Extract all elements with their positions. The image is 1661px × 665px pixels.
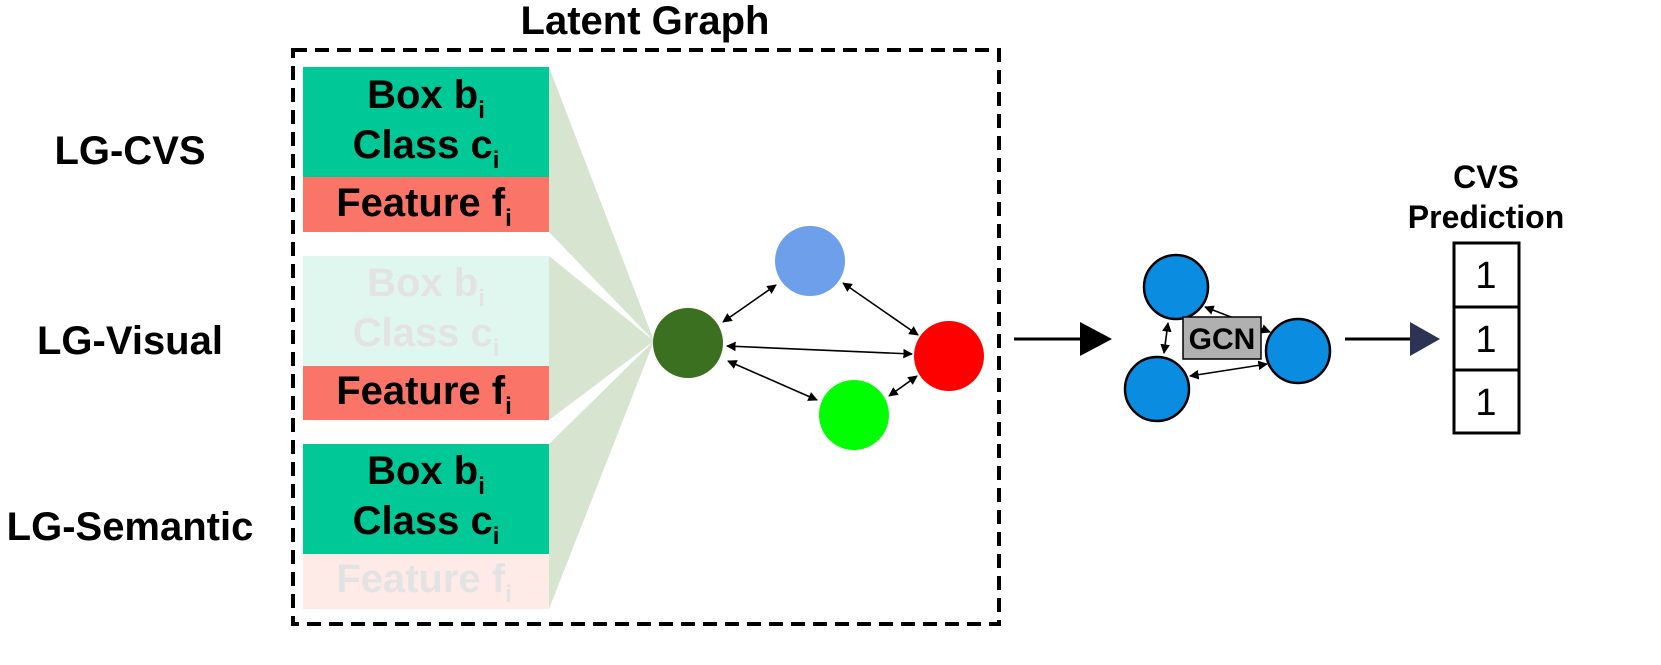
prediction-value: 1: [1475, 382, 1496, 424]
node-dark-green: [653, 308, 723, 378]
funnel-lg-cvs: [549, 67, 654, 341]
gcn-edge-bottom-right: [1189, 360, 1268, 380]
feature-cell: [303, 366, 549, 420]
block-lg-semantic: Box bi Class ci Feature fi: [303, 444, 549, 609]
prediction-cell: [1452, 241, 1521, 309]
edge-green-lightgreen: [727, 360, 818, 401]
edge-green-blue: [722, 284, 777, 323]
row-label-lg-visual: LG-Visual: [37, 319, 223, 363]
class-label: Class ci: [353, 499, 500, 550]
latent-graph-frame: [291, 48, 1001, 626]
arrow-to-gcn-head: [1080, 322, 1112, 356]
gcn-edge-top-bottom: [1160, 322, 1172, 354]
box-label: Box bi: [367, 449, 485, 500]
node-red: [914, 321, 984, 391]
edge-blue-red: [842, 282, 919, 336]
gcn-node-right: [1264, 317, 1332, 385]
class-label: Class ci: [353, 123, 500, 174]
class-label-faded: Class ci: [353, 311, 500, 362]
block-lg-cvs: Box bi Class ci Feature fi: [303, 67, 549, 232]
box-label: Box bi: [367, 73, 485, 124]
funnel-lg-semantic: [549, 341, 654, 609]
prediction-title-line2: Prediction: [1408, 199, 1564, 235]
gcn-node-top: [1142, 253, 1210, 321]
feature-label: Feature fi: [336, 369, 512, 420]
latent-graph-edges: [722, 282, 919, 401]
box-class-cell-faded: [303, 256, 549, 366]
diagram-title: Latent Graph: [521, 0, 770, 43]
feature-label-faded: Feature fi: [336, 557, 512, 608]
box-label-faded: Box bi: [367, 261, 485, 312]
edge-green-red: [726, 341, 913, 359]
prediction-value: 1: [1475, 255, 1496, 297]
feature-label: Feature fi: [336, 181, 512, 232]
arrow-to-prediction-head: [1410, 322, 1440, 356]
node-bright-green: [819, 380, 889, 450]
box-class-cell: [303, 67, 549, 177]
gcn-box: [1182, 316, 1262, 360]
row-label-lg-cvs: LG-CVS: [54, 129, 205, 173]
node-light-blue: [775, 226, 845, 296]
prediction-vector: 1 1 1: [1452, 241, 1521, 435]
funnel-lg-visual: [549, 256, 654, 420]
edge-lightgreen-red: [888, 375, 918, 397]
gcn-node-bottom: [1123, 355, 1191, 423]
prediction-title-line1: CVS: [1453, 159, 1519, 195]
prediction-cell: [1452, 368, 1521, 435]
gcn-label: GCN: [1189, 323, 1256, 356]
prediction-cell: [1452, 305, 1521, 372]
feature-cell-faded: [303, 554, 549, 609]
block-lg-visual: Box bi Class ci Feature fi: [303, 256, 549, 420]
prediction-value: 1: [1475, 319, 1496, 361]
feature-cell: [303, 177, 549, 232]
row-label-lg-semantic: LG-Semantic: [7, 505, 254, 549]
box-class-cell: [303, 444, 549, 554]
